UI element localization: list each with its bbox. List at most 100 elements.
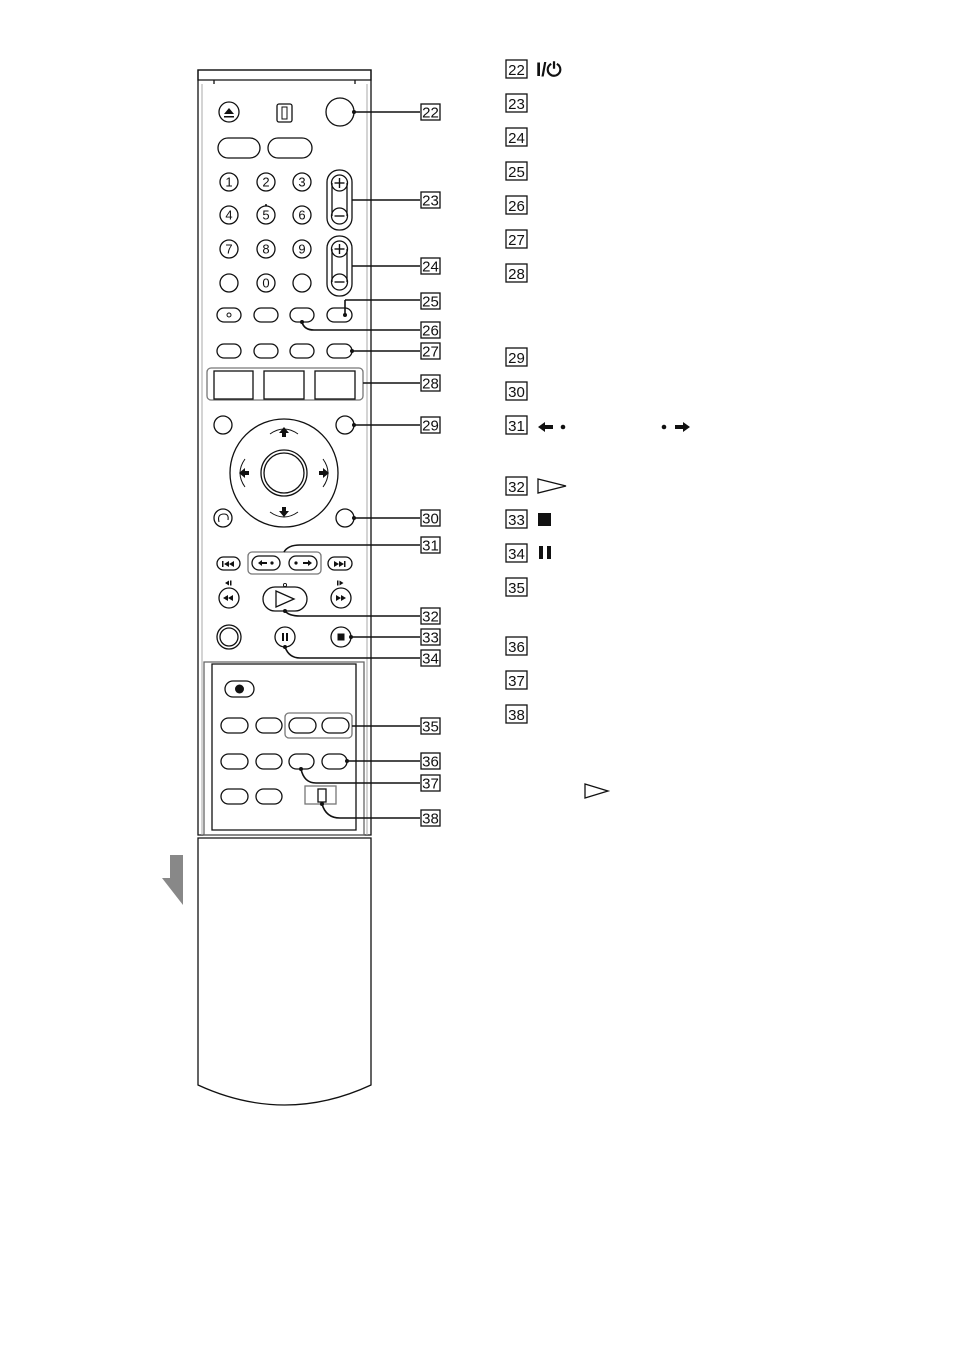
red-button[interactable] [216,343,242,359]
right-arrow-icon [319,468,329,478]
oval-cover-3[interactable] [288,717,317,734]
oval-cover-9[interactable] [220,788,249,805]
display-button[interactable] [335,508,355,528]
callout-25: 25 [420,292,441,311]
legend-item-36: 36 [505,636,528,656]
tools-button[interactable] [213,415,233,435]
legend-22-power-symbol: I/⏻ [536,60,562,81]
number-key-4[interactable] [219,205,239,225]
green-button[interactable] [253,343,279,359]
legend-item-24: 24 [505,127,528,147]
oval-cover-10[interactable] [255,788,283,805]
svg-text:24: 24 [508,130,525,147]
number-key-7[interactable] [219,239,239,259]
remote-top-ledge [197,69,372,81]
oval-cover-1[interactable] [220,717,249,734]
svg-text:28: 28 [422,376,439,393]
legend-32-play-icon [537,478,567,494]
pause-button[interactable] [274,626,296,648]
oval-cover-7[interactable] [288,753,315,770]
number-key-1[interactable] [219,172,239,192]
number-key-extra-left[interactable] [219,273,239,293]
svg-text:26: 26 [422,323,439,340]
legend-31-replay-advance-icons [538,422,690,432]
play-icon [275,589,296,609]
svg-text:32: 32 [508,479,525,496]
oval-cover-6[interactable] [255,753,283,770]
oval-cover-4[interactable] [321,717,350,734]
legend-item-34: 34 [505,543,528,563]
enter-button[interactable] [263,452,305,494]
slide-down-arrow-icon [162,855,183,905]
svg-text:22: 22 [422,105,439,122]
oval-cover-8[interactable] [321,753,348,770]
angle-button[interactable] [289,307,315,323]
cover-panel [203,661,365,836]
return-button[interactable] [213,508,233,528]
callout-36: 36 [420,752,441,771]
svg-text:34: 34 [422,651,439,668]
svg-text:22: 22 [508,62,525,79]
number-key-8[interactable] [256,239,276,259]
svg-text:36: 36 [422,754,439,771]
number-key-label: 8 [262,242,269,257]
number-key-6[interactable] [292,205,312,225]
legend-item-23: 23 [505,93,528,113]
system-menu-button[interactable] [213,370,254,400]
rewind-icon [223,595,233,601]
svg-text:31: 31 [422,538,439,555]
svg-text:34: 34 [508,546,525,563]
svg-text:36: 36 [508,639,525,656]
legend-item-27: 27 [505,229,528,249]
subtitle-button[interactable] [253,307,279,323]
oval-cover-5[interactable] [220,753,249,770]
oval-button-right[interactable] [267,137,313,159]
legend-33-stop-icon [538,513,551,526]
top-menu-button[interactable] [314,370,356,400]
power-button[interactable] [325,97,355,127]
tv-dvd-switch[interactable] [276,103,293,123]
stop-icon [337,633,345,641]
legend-item-37: 37 [505,670,528,690]
yellow-button[interactable] [289,343,315,359]
title-list-button[interactable] [263,370,305,400]
svg-text:23: 23 [508,96,525,113]
number-key-label: 5 [262,208,269,223]
svg-text:23: 23 [422,193,439,210]
number-key-0[interactable] [256,273,276,293]
number-key-label: 6 [298,208,305,223]
legend-item-30: 30 [505,381,528,401]
clear-button[interactable] [326,307,353,323]
svg-text:33: 33 [508,512,525,529]
legend-item-25: 25 [505,161,528,181]
number-key-3[interactable] [292,172,312,192]
oval-cover-2[interactable] [255,717,283,734]
note-play-icon [584,783,611,799]
number-key-label: 4 [225,208,232,223]
legend-item-31: 31 [505,415,528,435]
number-key-9[interactable] [292,239,312,259]
svg-text:24: 24 [422,259,439,276]
blue-button[interactable] [326,343,353,359]
eject-icon [224,108,234,118]
number-key-label: 7 [225,242,232,257]
legend-item-33: 33 [505,509,528,529]
svg-text:38: 38 [508,707,525,724]
audio-button[interactable] [216,307,242,323]
number-key-extra-right[interactable] [292,273,312,293]
callout-28: 28 [420,374,441,393]
legend-item-28: 28 [505,263,528,283]
svg-text:37: 37 [422,776,439,793]
callout-33: 33 [420,628,441,647]
oval-button-left[interactable] [217,137,261,159]
callout-23: 23 [420,191,441,210]
menu-button[interactable] [335,415,355,435]
instant-advance-icon [303,560,312,566]
svg-text:30: 30 [508,384,525,401]
fast-forward-icon [336,595,346,601]
number-key-2[interactable] [256,172,276,192]
instant-replay-icon [258,560,267,566]
svg-text:37: 37 [508,673,525,690]
next-icon [334,561,346,567]
